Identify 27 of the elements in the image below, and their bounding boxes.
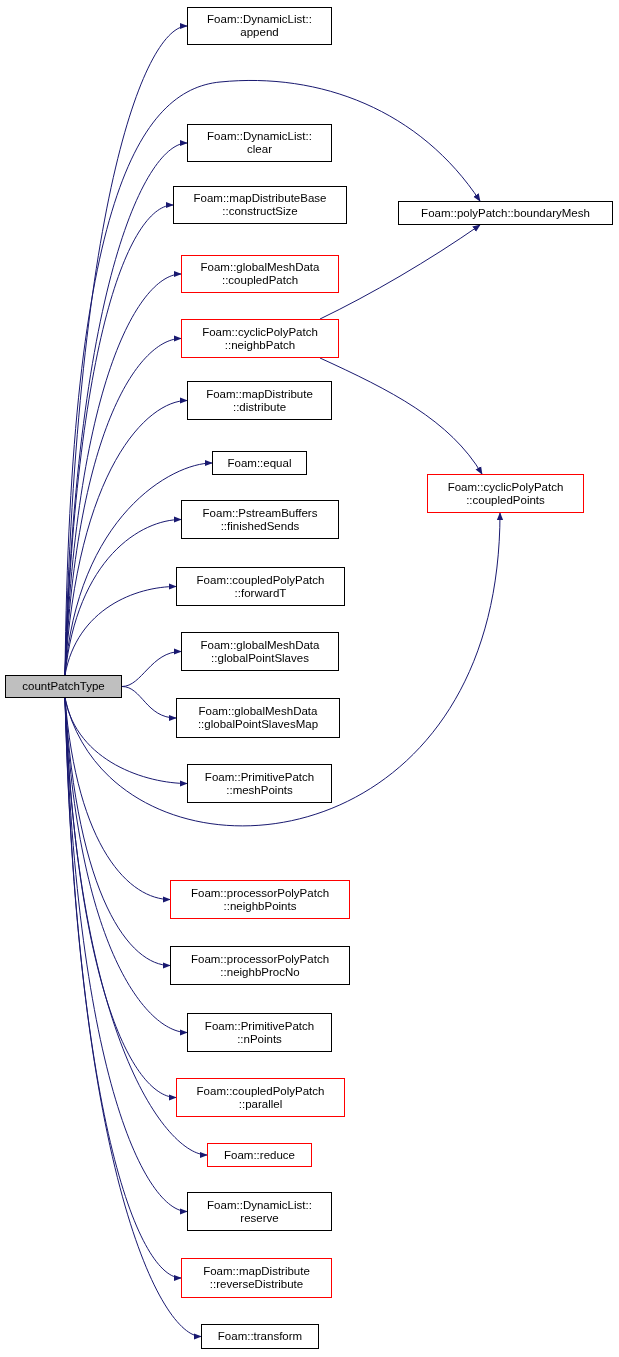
function-box: Foam::DynamicList:: clear	[187, 124, 332, 162]
function-box: Foam::processorPolyPatch ::neighbPoints	[170, 880, 350, 919]
function-box: Foam::DynamicList:: reserve	[187, 1192, 332, 1231]
function-box: Foam::reduce	[207, 1143, 312, 1167]
function-box: Foam::cyclicPolyPatch ::neighbPatch	[181, 319, 339, 358]
function-box: Foam::equal	[212, 451, 307, 475]
function-box: Foam::PstreamBuffers ::finishedSends	[181, 500, 339, 539]
function-box: Foam::globalMeshData ::globalPointSlaves	[181, 632, 339, 671]
function-box: Foam::DynamicList:: append	[187, 7, 332, 45]
arrow	[319, 357, 483, 475]
function-box: Foam::polyPatch::boundaryMesh	[398, 201, 613, 225]
function-box: Foam::mapDistribute ::reverseDistribute	[181, 1258, 332, 1298]
function-box: Foam::PrimitivePatch ::meshPoints	[187, 764, 332, 803]
function-box: Foam::cyclicPolyPatch ::coupledPoints	[427, 474, 584, 513]
arrow	[64, 512, 503, 827]
function-box: Foam::coupledPolyPatch ::parallel	[176, 1078, 345, 1117]
function-box: Foam::transform	[201, 1324, 319, 1349]
arrow	[319, 224, 481, 320]
arrow	[121, 686, 177, 721]
function-box: Foam::globalMeshData ::globalPointSlavesMap	[176, 698, 340, 738]
function-box: Foam::mapDistribute ::distribute	[187, 381, 332, 420]
function-box: Foam::globalMeshData ::coupledPatch	[181, 255, 339, 293]
function-box: Foam::coupledPolyPatch ::forwardT	[176, 567, 345, 606]
function-box: Foam::processorPolyPatch ::neighbProcNo	[170, 946, 350, 985]
function-box: countPatchType	[5, 675, 122, 698]
function-box: Foam::mapDistributeBase ::constructSize	[173, 186, 347, 224]
function-box: Foam::PrimitivePatch ::nPoints	[187, 1013, 332, 1052]
